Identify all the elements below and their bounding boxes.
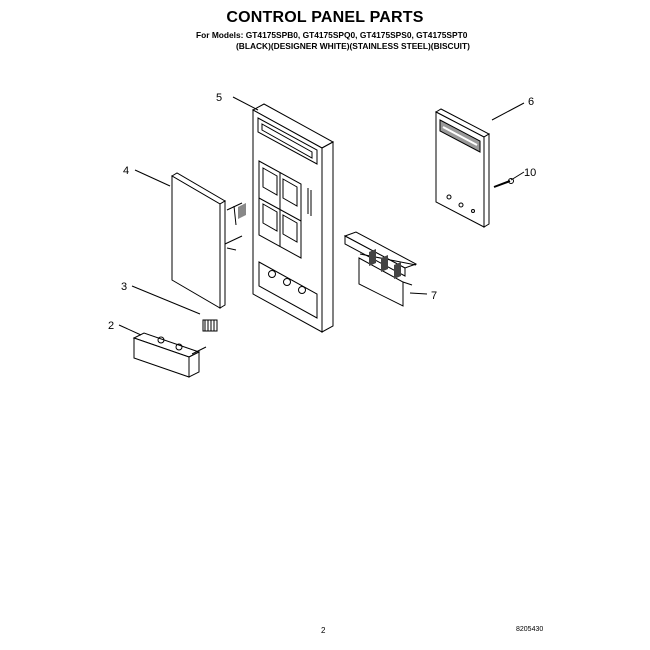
callout-2: 2 bbox=[108, 320, 114, 332]
leader-lines bbox=[118, 96, 525, 336]
callout-3: 3 bbox=[121, 281, 127, 293]
leader-5 bbox=[232, 96, 259, 111]
callout-5: 5 bbox=[216, 92, 222, 104]
models-line: For Models: GT4175SPB0, GT4175SPQ0, GT41… bbox=[196, 30, 468, 40]
callout-6: 6 bbox=[528, 96, 534, 108]
document-code: 8205430 bbox=[516, 626, 544, 633]
leader-2 bbox=[118, 324, 142, 336]
finishes-line: (BLACK)(DESIGNER WHITE)(STAINLESS STEEL)… bbox=[236, 41, 470, 51]
callout-10: 10 bbox=[524, 167, 536, 179]
leader-3 bbox=[131, 285, 201, 315]
callout-7: 7 bbox=[431, 290, 437, 302]
screw-10 bbox=[493, 178, 514, 188]
leader-6 bbox=[491, 102, 525, 121]
spring bbox=[202, 319, 218, 332]
leader-4 bbox=[134, 169, 171, 187]
page-number: 2 bbox=[321, 626, 326, 635]
control-panel-frame bbox=[251, 103, 335, 333]
leader-10 bbox=[510, 171, 525, 181]
bracket bbox=[343, 231, 418, 307]
callout-4: 4 bbox=[123, 165, 129, 177]
control-board bbox=[434, 108, 491, 228]
page-title: CONTROL PANEL PARTS bbox=[226, 9, 424, 26]
leader-7 bbox=[409, 292, 428, 295]
window-panel bbox=[171, 172, 246, 309]
door-button bbox=[132, 332, 207, 378]
